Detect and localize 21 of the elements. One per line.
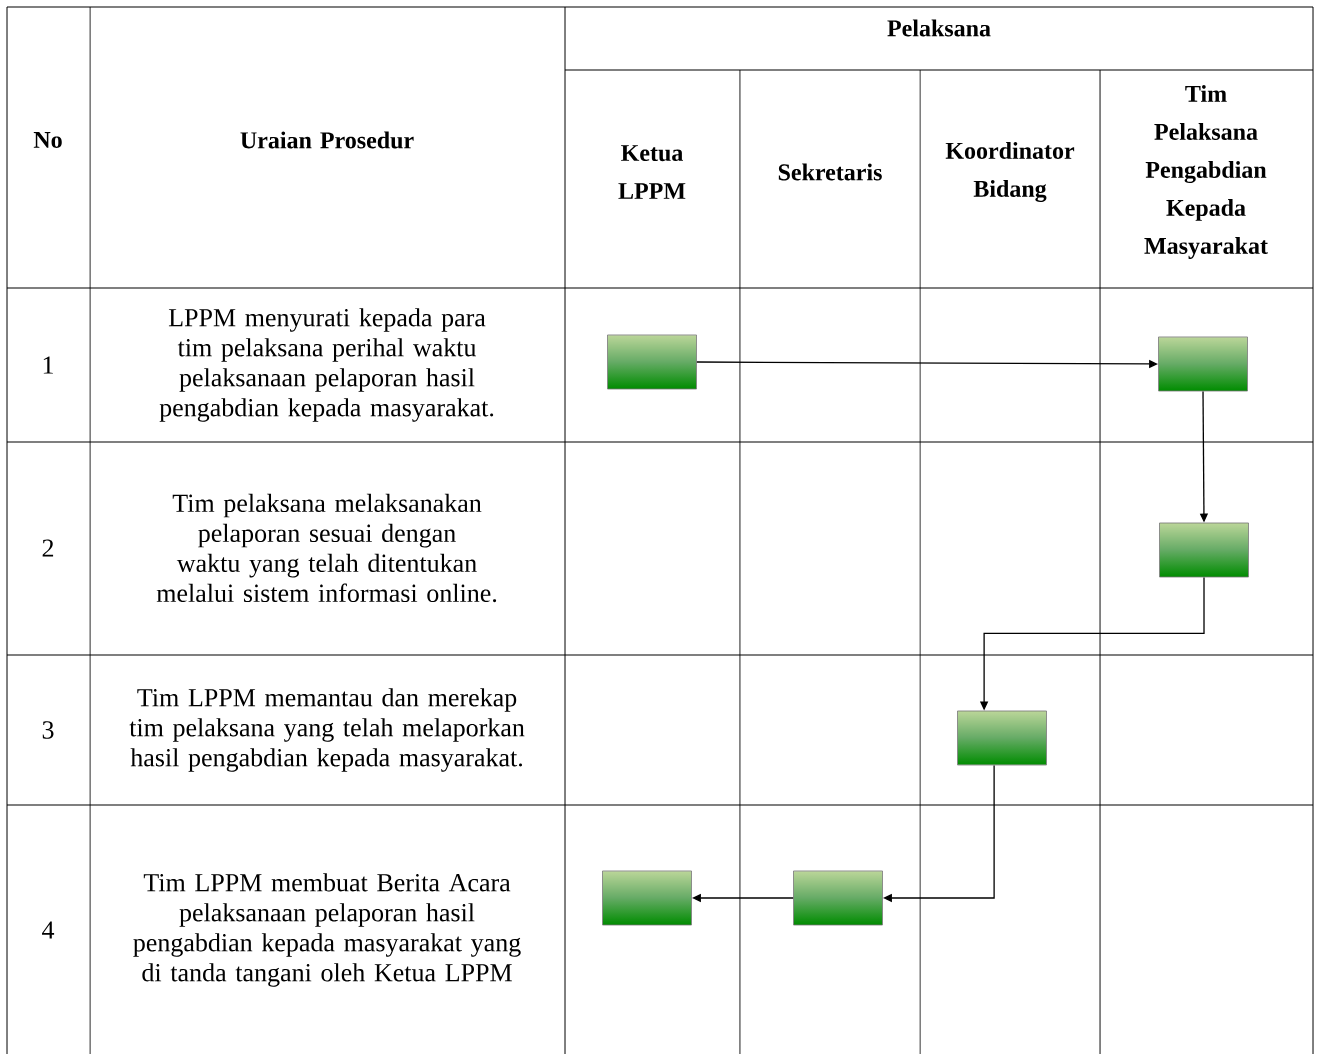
process-box	[793, 870, 883, 926]
process-box	[607, 334, 697, 390]
row-number: 2	[42, 539, 54, 557]
process-box	[1158, 336, 1248, 392]
row-number: 4	[42, 921, 55, 939]
procedure-text: Tim LPPM membuat Berita Acara pelaksanaan pelaporan hasil pengabdian kepada masyarakat yang di tanda tangani oleh Ketua LPPM	[133, 873, 521, 987]
column-header: Tim Pelaksana Pengabdian Kepada Masyarakat	[1144, 85, 1268, 259]
column-header: Koordinator Bidang	[945, 142, 1075, 202]
process-box	[1159, 522, 1249, 578]
column-header: Sekretaris	[778, 163, 882, 181]
procedure-text: LPPM menyurati kepada para tim pelaksana perihal waktu pelaksanaan pelaporan hasil pengabdian kepada masyarakat.	[159, 308, 494, 422]
row-number: 1	[43, 356, 53, 374]
column-header: Uraian Prosedur	[240, 131, 414, 149]
column-header: Pelaksana	[887, 19, 991, 37]
column-header: No	[33, 132, 62, 148]
column-header: Ketua LPPM	[618, 145, 686, 199]
row-number: 3	[42, 721, 54, 739]
process-box	[602, 870, 692, 926]
procedure-text: Tim LPPM memantau dan merekap tim pelaksana yang telah melaporkan hasil pengabdian kepada masyarakat.	[129, 688, 525, 772]
procedure-text: Tim pelaksana melaksanakan pelaporan sesuai dengan waktu yang telah ditentukan melalui sistem informasi online.	[156, 493, 497, 603]
process-box	[957, 710, 1047, 766]
